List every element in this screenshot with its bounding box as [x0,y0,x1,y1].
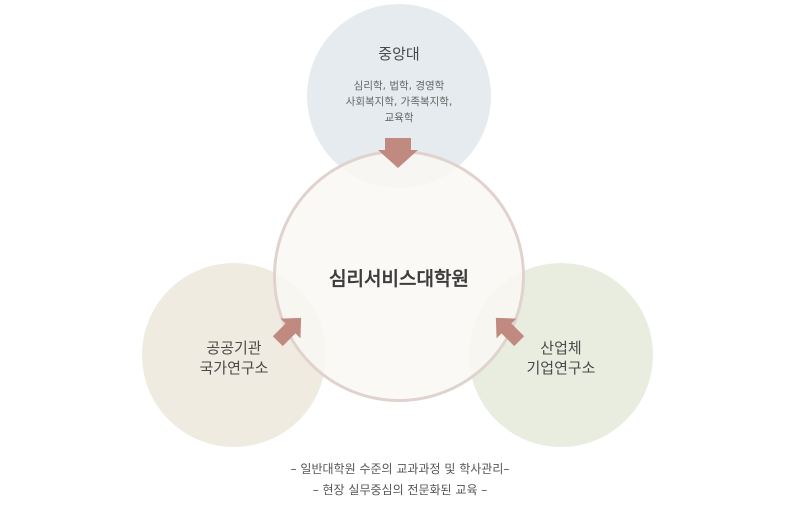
center-title: 심리서비스대학원 [329,268,469,290]
up-right-arrow-icon [272,317,302,347]
left-line: 공공기관 [206,339,262,357]
top-subjects: 심리학, 법학, 경영학 사회복지학, 가족복지학, 교육학 [307,78,491,126]
down-arrow-icon [378,138,418,168]
right-line: 기업연구소 [526,359,596,377]
top-subject-line: 사회복지학, 가족복지학, [345,96,453,108]
caption-line-1: – 일반대학원 수준의 교과과정 및 학사관리– [290,462,510,476]
top-subject-line: 심리학, 법학, 경영학 [353,80,445,92]
top-subject-line: 교육학 [384,112,414,124]
top-title: 중앙대 [378,45,420,63]
up-left-arrow-icon [495,317,525,347]
caption-line-2: – 현장 실무중심의 전문화된 교육 – [312,483,488,497]
left-title: 공공기관 국가연구소 [142,338,326,378]
center-circle [273,150,525,402]
left-line: 국가연구소 [199,359,269,377]
right-title: 산업체 기업연구소 [469,338,653,378]
right-line: 산업체 [540,339,582,357]
